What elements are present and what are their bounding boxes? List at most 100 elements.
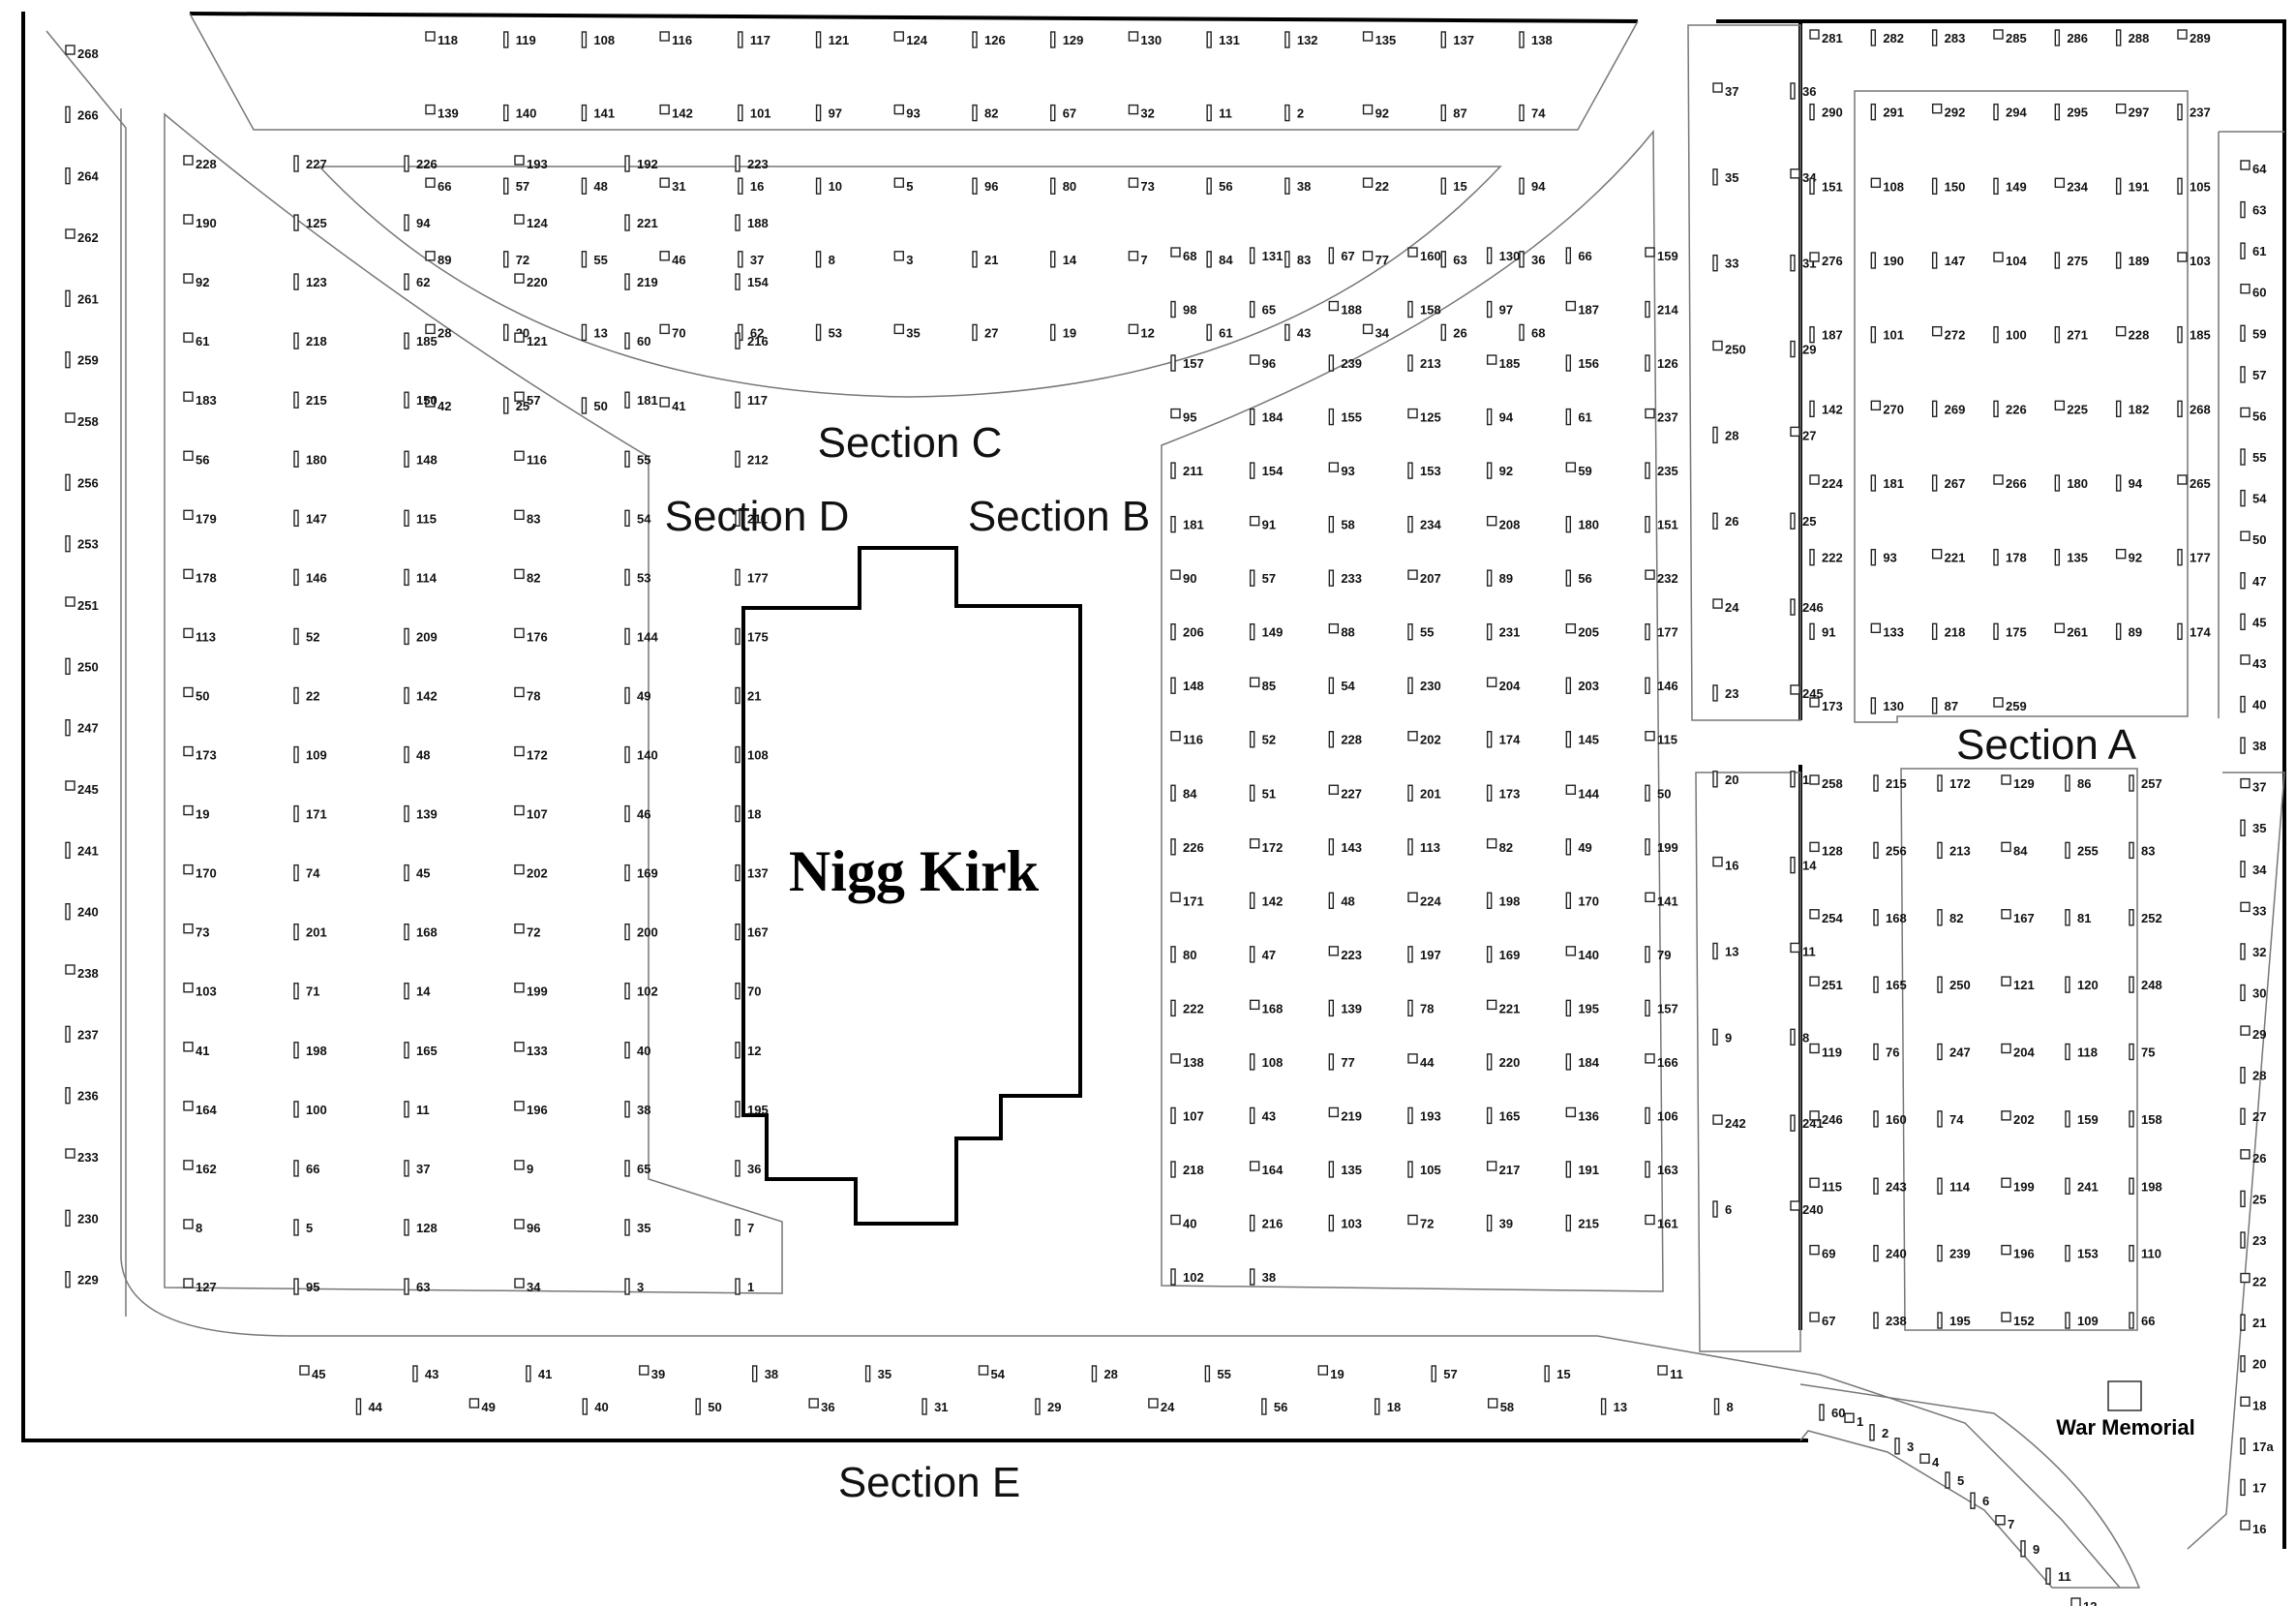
plot-number: 195 <box>747 1103 769 1117</box>
grave-marker <box>1937 1177 1943 1195</box>
plot-number: 115 <box>416 511 437 526</box>
plot-number: 80 <box>1063 179 1076 194</box>
grave-marker <box>893 323 904 335</box>
plot-number: 57 <box>516 179 529 194</box>
grave-marker <box>893 104 904 115</box>
grave-marker <box>65 289 71 308</box>
grave-marker <box>1407 300 1413 318</box>
grave-marker <box>1712 340 1723 351</box>
grave-marker <box>1249 462 1255 479</box>
plot-number: 176 <box>527 629 548 644</box>
plot-number: 261 <box>2067 624 2088 639</box>
plot-number: 107 <box>1183 1108 1204 1123</box>
grave-marker <box>293 1278 299 1295</box>
grave-marker <box>183 509 194 521</box>
plot-number: 105 <box>2190 179 2211 194</box>
plot-number: 35 <box>878 1367 891 1381</box>
cemetery-outer-boundary <box>21 12 2286 1549</box>
grave-marker <box>1486 569 1493 587</box>
plot-number: 267 <box>1945 476 1966 491</box>
grave-marker <box>2054 252 2061 269</box>
grave-marker <box>293 332 299 349</box>
plot-number: 144 <box>637 629 658 644</box>
grave-marker <box>65 1025 71 1044</box>
plot-number: 223 <box>1341 948 1362 962</box>
plot-number: 270 <box>1883 402 1904 416</box>
plot-number: 108 <box>1883 179 1904 194</box>
plot-number: 94 <box>1531 179 1546 194</box>
plot-number: 8 <box>1802 1030 1809 1045</box>
plot-number: 255 <box>2077 843 2099 858</box>
grave-marker <box>2065 774 2070 792</box>
plot-number: 14 <box>1063 253 1077 267</box>
plot-number: 150 <box>1945 179 1966 194</box>
plot-number: 151 <box>1822 179 1843 194</box>
plot-number: 60 <box>1831 1406 1845 1420</box>
plot-number: 207 <box>1420 571 1441 586</box>
plot-number: 109 <box>306 748 327 763</box>
plot-number: 246 <box>1802 600 1824 615</box>
grave-marker <box>2115 474 2122 492</box>
grave-marker <box>293 923 299 941</box>
grave-marker <box>1170 622 1176 641</box>
grave-marker <box>1204 1365 1211 1382</box>
plot-number: 171 <box>1183 894 1204 908</box>
plot-number: 202 <box>2013 1112 2035 1127</box>
plot-number: 87 <box>1945 699 1958 713</box>
plot-number: 22 <box>306 688 319 703</box>
grave-marker <box>183 983 194 993</box>
grave-marker <box>1565 946 1577 956</box>
plot-number: 26 <box>1453 325 1466 340</box>
plot-number: 93 <box>1883 551 1896 565</box>
grave-marker <box>2129 1177 2134 1195</box>
grave-marker <box>624 155 630 172</box>
grave-marker <box>1050 323 1056 342</box>
plot-number: 49 <box>637 688 650 703</box>
plot-number: 70 <box>672 325 685 340</box>
plot-number: 94 <box>416 216 431 230</box>
grave-marker <box>1645 569 1655 580</box>
plot-number: 245 <box>1802 686 1824 701</box>
grave-marker <box>1712 598 1723 609</box>
grave-marker <box>1170 462 1176 479</box>
plot-number: 30 <box>2252 986 2266 1001</box>
grave-marker <box>2054 548 2061 566</box>
plot-number: 117 <box>747 393 768 408</box>
plot-number: 146 <box>306 570 327 585</box>
grave-marker <box>65 841 71 860</box>
grave-marker <box>1937 841 1943 860</box>
plot-number: 57 <box>527 393 540 408</box>
plot-number: 149 <box>2006 179 2027 194</box>
grave-marker <box>293 509 299 528</box>
grave-marker <box>2129 774 2134 792</box>
plot-number: 213 <box>1949 843 1971 858</box>
grave-marker <box>1170 838 1176 856</box>
grave-marker <box>659 31 670 42</box>
plot-number: 32 <box>2252 945 2266 959</box>
plot-number: 206 <box>1183 625 1204 640</box>
grave-marker <box>1809 29 1820 40</box>
plot-number: 177 <box>2190 551 2211 565</box>
grave-marker <box>2177 622 2183 641</box>
plot-number: 153 <box>1420 464 1441 478</box>
plot-number: 219 <box>637 275 658 289</box>
grave-marker <box>1995 1515 2006 1526</box>
plot-number: 256 <box>1886 843 1907 858</box>
grave-marker <box>1170 1214 1181 1226</box>
plot-number: 35 <box>1725 170 1738 185</box>
grave-marker <box>1565 731 1572 748</box>
plot-number: 185 <box>1499 356 1521 371</box>
grave-marker <box>2115 29 2122 46</box>
plot-number: 198 <box>1499 894 1521 908</box>
grave-marker <box>1050 104 1056 122</box>
grave-marker <box>624 864 630 882</box>
grave-marker <box>1809 252 1820 262</box>
plot-number: 240 <box>1802 1202 1824 1217</box>
grave-marker <box>1809 1043 1820 1054</box>
grave-marker <box>65 902 71 921</box>
plot-number: 43 <box>425 1367 438 1381</box>
grave-marker <box>1790 340 1796 358</box>
grave-marker <box>1970 1492 1976 1509</box>
grave-marker <box>1170 784 1176 802</box>
grave-marker <box>735 155 740 172</box>
